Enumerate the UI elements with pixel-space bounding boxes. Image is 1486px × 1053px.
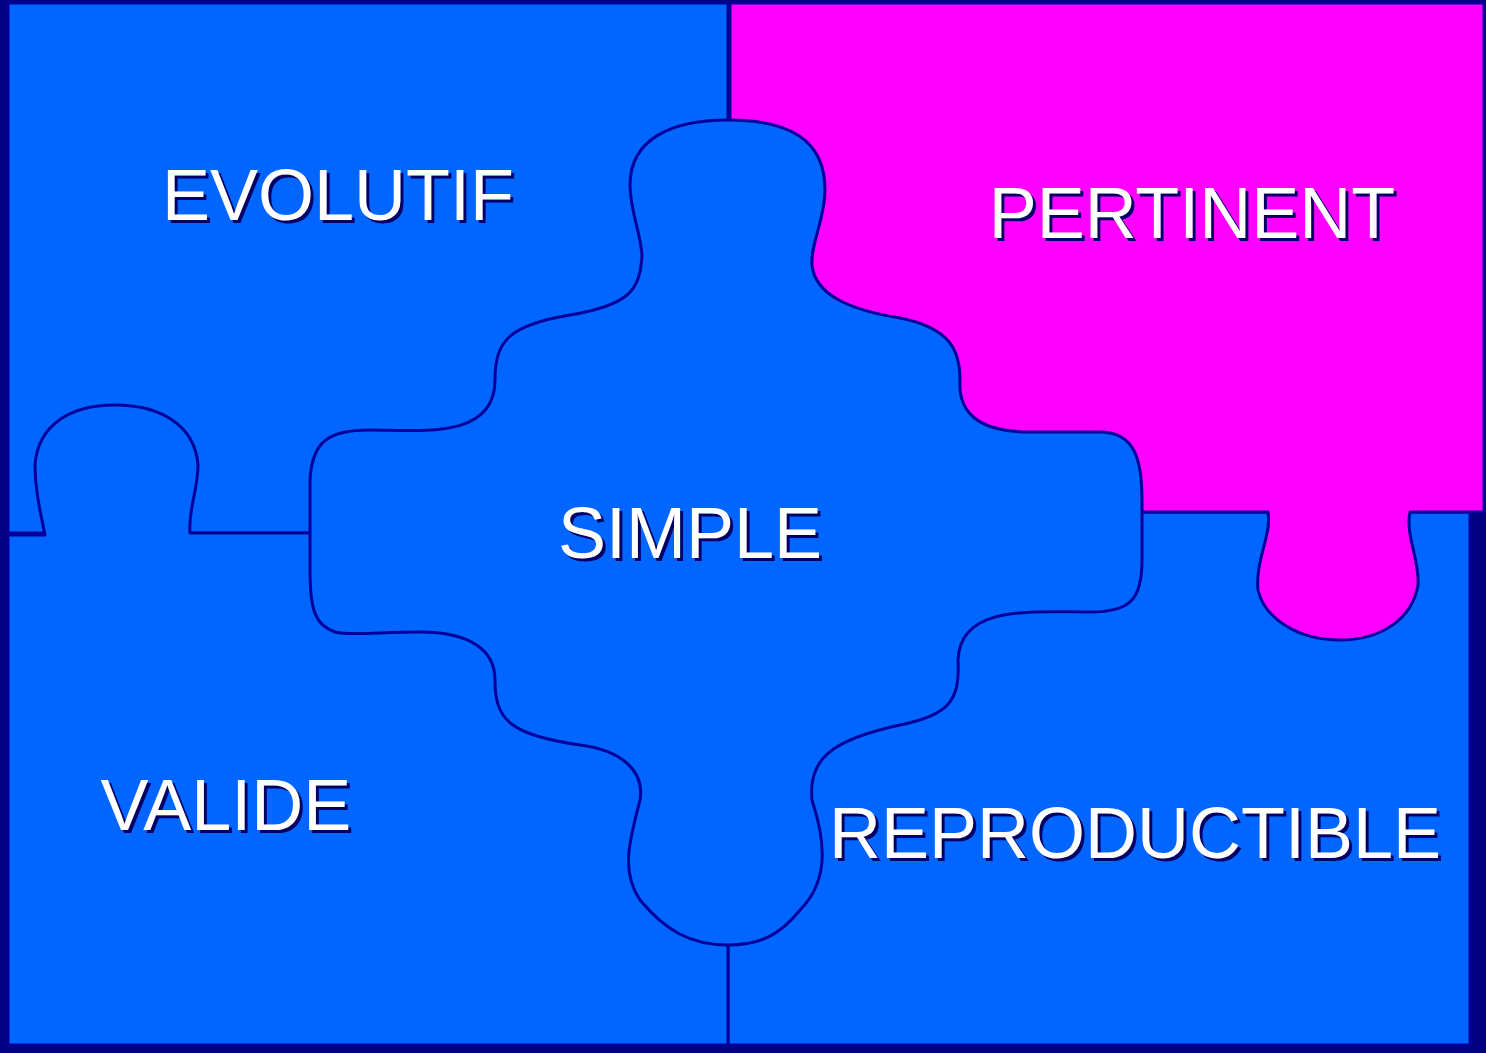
text-slot: REPRODUCTIBLE [829,797,1441,869]
piece-label: REPRODUCTIBLE [829,797,1441,869]
piece-label: EVOLUTIF [162,159,514,231]
piece-label: PERTINENT [989,177,1396,249]
text-slot: VALIDE [101,769,352,841]
piece-label: VALIDE [101,769,352,841]
text-slot: SIMPLE [558,497,822,569]
text-slot: PERTINENT [989,177,1396,249]
text-slot: EVOLUTIF [162,159,514,231]
piece-label: SIMPLE [558,497,822,569]
